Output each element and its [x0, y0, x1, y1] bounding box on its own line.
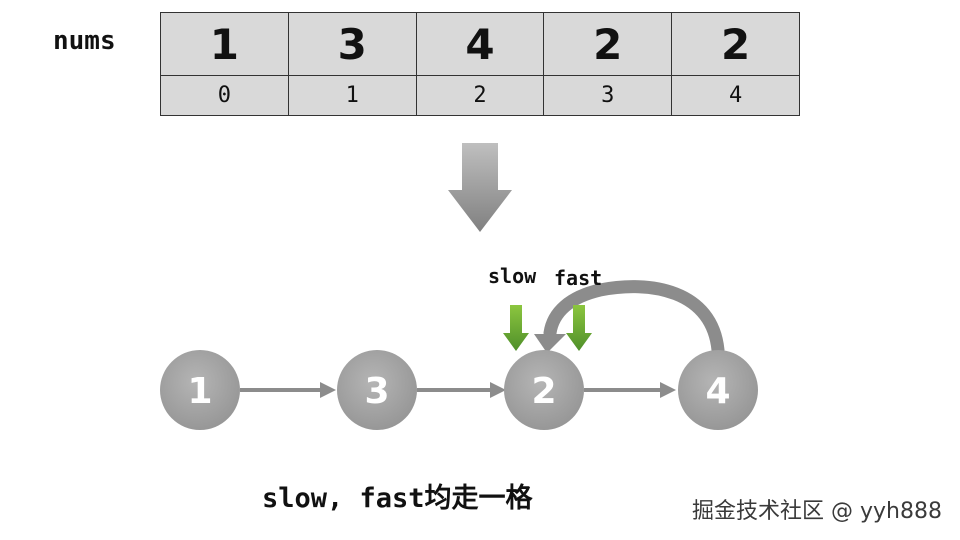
slow-pointer-label: slow — [488, 264, 537, 288]
fast-pointer-label: fast — [554, 266, 602, 290]
list-node: 2 — [504, 350, 584, 430]
transform-arrow-icon — [448, 143, 512, 232]
array-value-cell: 3 — [287, 12, 417, 76]
array-index-cell: 2 — [415, 75, 545, 116]
node-label: 2 — [531, 371, 556, 412]
node-label: 3 — [364, 371, 389, 412]
array-value-cell: 2 — [671, 12, 800, 76]
node-label: 1 — [187, 371, 212, 412]
edge-1-to-3 — [240, 382, 336, 398]
list-node: 3 — [337, 350, 417, 430]
source-credit: 掘金技术社区 @ yyh888 — [692, 499, 942, 524]
edge-3-to-2 — [417, 382, 506, 398]
list-node: 1 — [160, 350, 240, 430]
array-label: nums — [53, 26, 116, 56]
node-label: 4 — [705, 371, 730, 412]
step-caption: slow, fast均走一格 — [262, 483, 533, 514]
array-index-cell: 1 — [287, 75, 417, 116]
array-index-cell: 3 — [543, 75, 673, 116]
fast-pointer-arrow-icon — [566, 305, 592, 351]
edge-4-to-2-curved — [534, 280, 725, 357]
array-index-cell: 4 — [671, 75, 800, 116]
list-node: 4 — [678, 350, 758, 430]
nums-array: 1 3 4 2 2 0 1 2 3 4 — [160, 12, 800, 116]
array-index-cell: 0 — [160, 75, 289, 116]
array-value-cell: 1 — [160, 12, 289, 76]
edge-2-to-4 — [584, 382, 676, 398]
array-value-cell: 4 — [415, 12, 545, 76]
slow-pointer-arrow-icon — [503, 305, 529, 351]
